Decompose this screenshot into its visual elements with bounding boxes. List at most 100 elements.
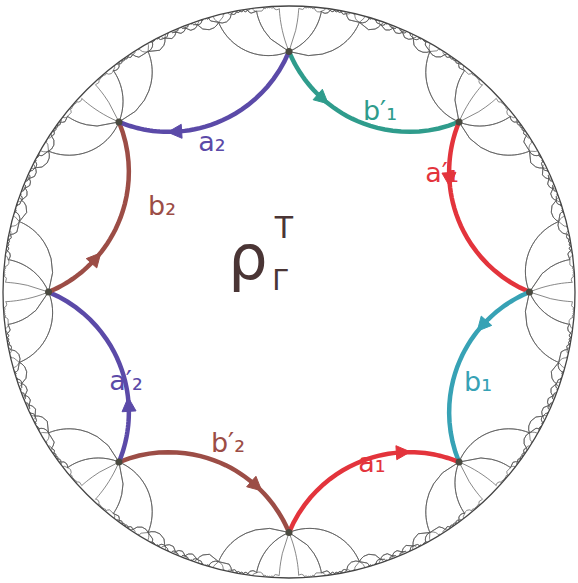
tiling-arc (558, 222, 567, 235)
tiling-arc (359, 562, 364, 568)
tiling-arc (35, 151, 49, 168)
tiling-arc (289, 11, 321, 51)
tiling-arc (19, 292, 52, 362)
tiling-arc (20, 195, 22, 200)
tiling-arc (529, 292, 572, 302)
tiling-arc (529, 151, 542, 168)
tiling-arc (148, 532, 165, 546)
tiling-arc (556, 197, 558, 200)
tiling-arc (524, 136, 530, 151)
tiling-arc (147, 44, 149, 52)
tiling-arc (529, 260, 569, 292)
tiling-arc (95, 85, 119, 122)
tiling-arc (381, 554, 393, 560)
tiling-arc (359, 18, 369, 23)
tiling-arc (19, 222, 52, 292)
tiling-arc (5, 260, 9, 267)
arrowhead (396, 446, 410, 460)
tiling-arc (568, 324, 571, 333)
tiling-arc (381, 559, 384, 561)
tiling-arc (15, 212, 20, 222)
tiling-arc (279, 9, 289, 52)
tiling-arc (185, 25, 197, 31)
tiling-arc (568, 251, 571, 260)
tiling-arc (529, 260, 569, 292)
tiling-arc (355, 562, 360, 570)
tiling-arc (402, 551, 406, 552)
arrowhead (122, 397, 136, 411)
tiling-arc (347, 561, 360, 570)
tiling-arc (289, 528, 359, 561)
tiling-arc (194, 22, 197, 24)
tiling-arc (543, 164, 545, 168)
tiling-arc (49, 433, 55, 448)
tiling-arc (148, 38, 165, 51)
tiling-arc (49, 429, 119, 462)
edge-label: b₂ (148, 192, 176, 219)
tiling-arc (68, 458, 119, 468)
tiling-arc (525, 292, 558, 362)
tiling-arc (289, 532, 321, 572)
tiling-arc (559, 216, 565, 221)
tiling-arc (49, 429, 119, 462)
arrowhead (477, 316, 492, 331)
tiling-arc (569, 246, 570, 250)
tiling-arc (49, 122, 129, 292)
tiling-arc (33, 164, 35, 168)
tiling-arc (209, 561, 219, 566)
tiling-arc (243, 10, 247, 11)
tiling-arc (139, 49, 148, 52)
tiling-arc (330, 10, 334, 11)
tiling-arc (11, 222, 19, 227)
tiling-arc (449, 292, 529, 462)
tiling-arc (429, 532, 431, 540)
tiling-arc (330, 572, 334, 573)
tiling-arc (299, 7, 305, 9)
edge-label: a′₂ (109, 367, 143, 394)
tiling-arc (459, 122, 529, 155)
tiling-arc (321, 10, 330, 13)
tiling-arc (8, 260, 48, 292)
tiling-arc (430, 49, 439, 51)
tiling-arc (20, 384, 21, 389)
tiling-arc (289, 22, 359, 55)
tiling-arc (529, 150, 537, 152)
tiling-arc (35, 162, 37, 168)
tiling-arc (426, 52, 459, 122)
tiling-arc (14, 362, 20, 367)
tiling-arc (11, 350, 20, 363)
tiling-arc (314, 573, 321, 576)
tiling-arc (253, 9, 257, 12)
tiling-arc (243, 572, 247, 573)
tiling-arc (330, 572, 334, 573)
vertex-dot (456, 118, 463, 125)
tiling-arc (449, 122, 529, 292)
tiling-arc (159, 544, 165, 546)
subscript-label: Γ (272, 267, 288, 295)
tiling-arc (459, 458, 510, 468)
tiling-arc (35, 416, 48, 433)
tiling-arc (525, 222, 558, 292)
tiling-arc (35, 416, 48, 433)
tiling-arc (402, 551, 406, 552)
tiling-arc (430, 52, 445, 57)
tiling-arc (8, 292, 48, 324)
tiling-arc (194, 559, 197, 561)
tiling-arc (543, 416, 545, 420)
edge-label: b₁ (464, 368, 492, 395)
tiling-arc (219, 14, 232, 23)
tiling-arc (525, 222, 558, 292)
tiling-arc (413, 38, 419, 40)
tiling-arc (243, 10, 247, 11)
tiling-arc (219, 22, 289, 55)
tiling-arc (7, 251, 10, 260)
tiling-arc (289, 528, 359, 561)
tiling-arc (19, 292, 52, 362)
tiling-arc (41, 432, 49, 434)
tiling-arc (6, 256, 9, 260)
tiling-arc (82, 98, 119, 122)
tiling-arc (49, 122, 119, 155)
tiling-arc (257, 532, 289, 572)
tiling-arc (529, 292, 569, 324)
